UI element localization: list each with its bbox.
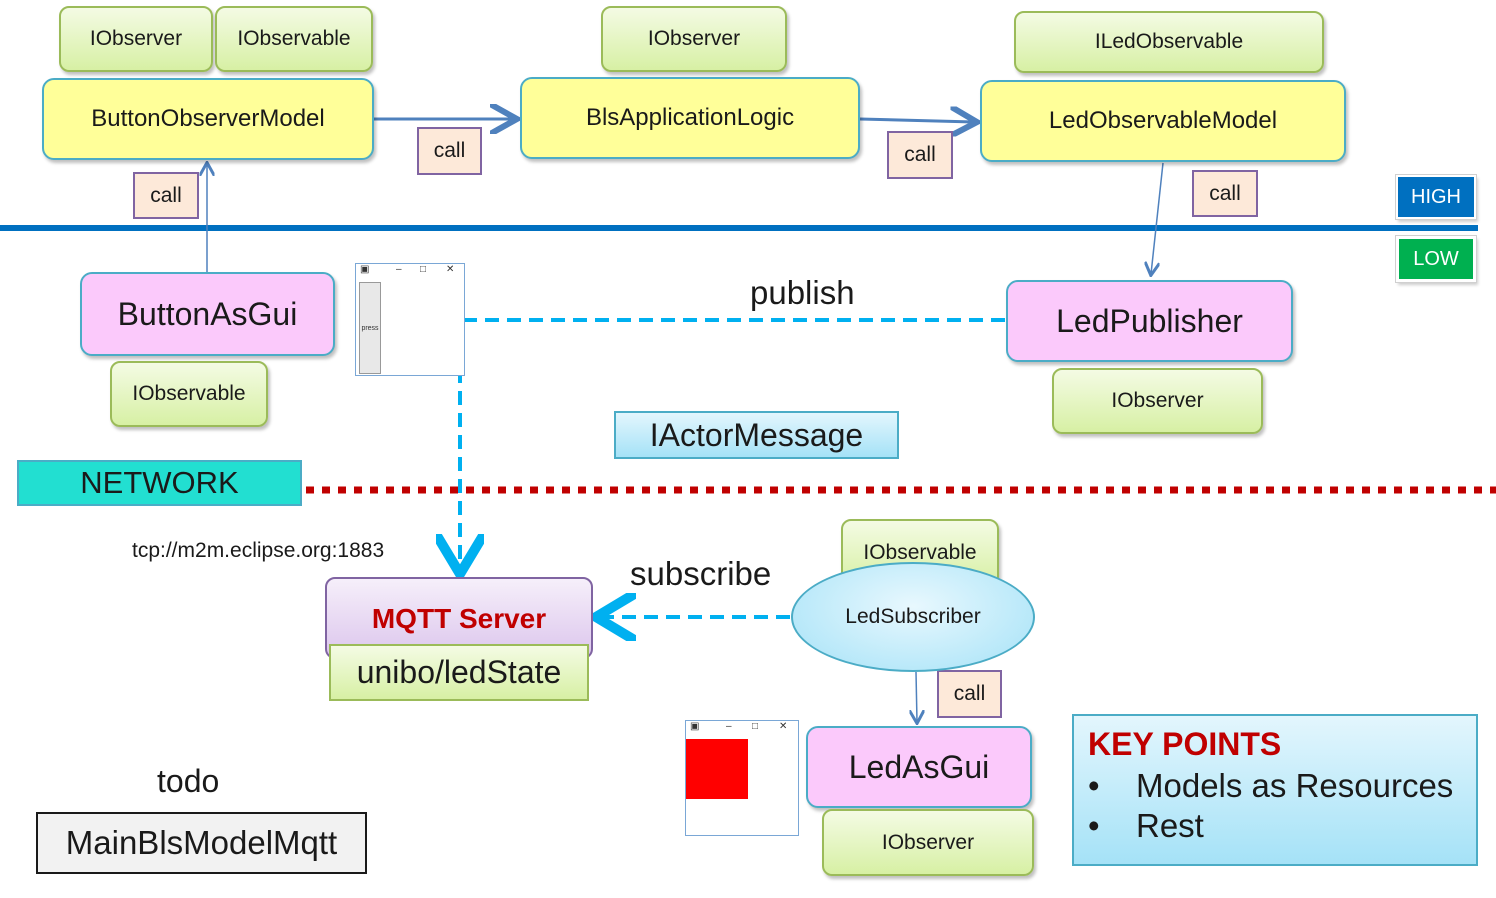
call-arrow-subscriber-to-gui: [916, 671, 917, 722]
high-layer-tag: HIGH: [1395, 174, 1477, 220]
iobserver-badge-logic: IObserver: [601, 6, 787, 72]
window-close-icon[interactable]: ✕: [446, 264, 455, 275]
button-as-gui: ButtonAsGui: [80, 272, 335, 356]
window-app-icon: ▣: [360, 264, 370, 275]
mqtt-topic: unibo/ledState: [329, 644, 589, 701]
publish-label: publish: [750, 274, 855, 311]
key-point-text: Models as Resources: [1136, 767, 1454, 804]
button-observer-model: ButtonObserverModel: [42, 78, 374, 160]
led-gui-window: ▣ – □ ✕: [685, 720, 799, 836]
call-arrow-model-to-publisher: [1151, 162, 1164, 274]
led-as-gui: LedAsGui: [806, 726, 1032, 808]
iactor-message-label: IActorMessage: [614, 411, 899, 459]
subscribe-label: subscribe: [630, 555, 772, 592]
led-window-app-icon: ▣: [690, 721, 700, 732]
led-window-minimize-icon[interactable]: –: [726, 721, 732, 732]
todo-label: todo: [157, 763, 220, 799]
led-window-maximize-icon[interactable]: □: [752, 721, 759, 732]
call-label-logic-to-led: call: [887, 131, 953, 179]
key-points-panel: KEY POINTS • Models as Resources • Rest: [1072, 714, 1478, 866]
publish-dashed-arrow: [460, 318, 1005, 570]
led-lamp: [686, 739, 748, 799]
bls-application-logic: BlsApplicationLogic: [520, 77, 860, 159]
window-minimize-icon[interactable]: –: [396, 264, 402, 275]
iobserver-badge-button-model: IObserver: [59, 6, 213, 72]
window-titlebar: ▣ – □ ✕: [356, 264, 464, 278]
broker-url: tcp://m2m.eclipse.org:1883: [132, 539, 385, 562]
key-point-item: • Rest: [1088, 807, 1462, 845]
iledobservable-badge: ILedObservable: [1014, 11, 1324, 73]
low-layer-tag: LOW: [1395, 235, 1477, 283]
press-button[interactable]: press: [359, 282, 381, 374]
iobservable-badge-button-model: IObservable: [215, 6, 373, 72]
led-window-close-icon[interactable]: ✕: [779, 721, 788, 732]
key-point-item: • Models as Resources: [1088, 767, 1462, 805]
call-label-button-to-logic: call: [417, 127, 482, 175]
led-publisher: LedPublisher: [1006, 280, 1293, 362]
call-label-subscriber-to-gui: call: [937, 670, 1002, 718]
led-observable-model: LedObservableModel: [980, 80, 1346, 162]
network-label: NETWORK: [17, 460, 302, 506]
key-point-text: Rest: [1136, 807, 1204, 844]
call-arrow-logic-to-led: [859, 119, 974, 122]
key-points-title: KEY POINTS: [1088, 726, 1282, 762]
led-subscriber: LedSubscriber: [791, 562, 1035, 672]
iobserver-badge-led-gui: IObserver: [822, 809, 1034, 876]
button-gui-window: ▣ – □ ✕ press: [355, 263, 465, 376]
iobserver-badge-publisher: IObserver: [1052, 368, 1263, 434]
main-class-label: MainBlsModelMqtt: [36, 812, 367, 874]
bullet-icon: •: [1088, 767, 1100, 804]
call-label-gui-to-model: call: [133, 172, 199, 219]
bullet-icon: •: [1088, 807, 1100, 844]
iobservable-badge-button-gui: IObservable: [110, 361, 268, 427]
window-maximize-icon[interactable]: □: [420, 264, 427, 275]
call-label-model-to-publisher: call: [1192, 170, 1258, 217]
led-window-titlebar: ▣ – □ ✕: [686, 721, 798, 735]
